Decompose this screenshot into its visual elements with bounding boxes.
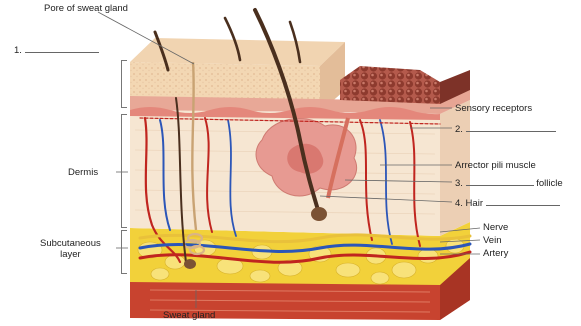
subcutaneous-bracket (121, 230, 127, 274)
dermis-bracket (121, 114, 127, 228)
label-sensory-receptors: Sensory receptors (455, 103, 532, 114)
subcutaneous-line-2: layer (40, 249, 101, 260)
blank-1-number: 1. (14, 45, 22, 56)
blank-2-line (466, 123, 556, 132)
label-sweat-gland: Sweat gland (163, 310, 215, 321)
label-blank-1: 1. (14, 44, 99, 56)
epidermis-bracket (121, 60, 127, 108)
blank-4-line (486, 197, 560, 206)
blank-3-number: 3. (455, 178, 463, 189)
label-pore-of-sweat-gland: Pore of sweat gland (44, 3, 128, 14)
small-follicle-bulb (184, 259, 196, 269)
blank-4-number: 4. Hair (455, 198, 483, 209)
hair-follicle-bulb (311, 207, 327, 221)
label-nerve: Nerve (483, 222, 508, 233)
follicle-word: follicle (536, 178, 562, 189)
label-blank-4: 4. Hair (455, 197, 560, 209)
blank-3-line (466, 177, 534, 186)
label-vein: Vein (483, 235, 502, 246)
epidermis-layer (130, 38, 470, 114)
label-blank-3: 3. follicle (455, 177, 563, 189)
label-dermis: Dermis (68, 167, 98, 178)
label-artery: Artery (483, 248, 508, 259)
label-blank-2: 2. (455, 123, 556, 135)
label-arrector-pili-muscle: Arrector pili muscle (455, 160, 536, 171)
blank-1-line (25, 44, 99, 53)
blank-2-number: 2. (455, 124, 463, 135)
subcutaneous-line-1: Subcutaneous (40, 238, 101, 249)
label-subcutaneous-layer: Subcutaneous layer (40, 238, 101, 260)
